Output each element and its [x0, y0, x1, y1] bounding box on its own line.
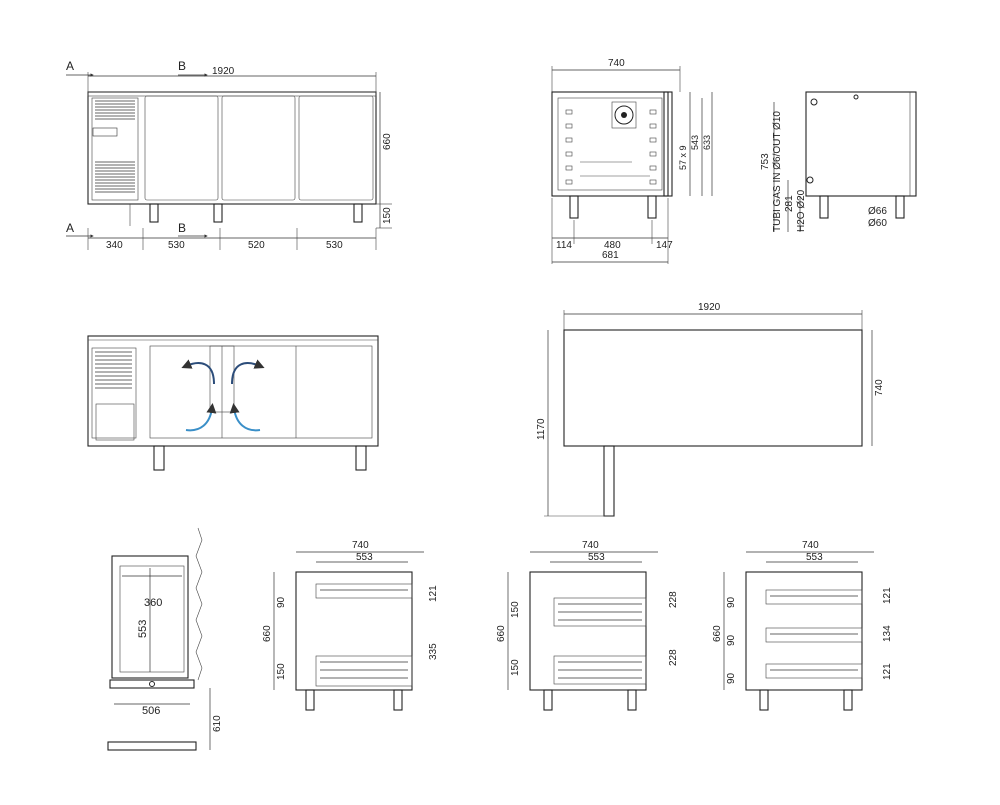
ds2-left-dim-2: 150 [510, 659, 521, 676]
top-total-depth: 1170 [536, 418, 547, 440]
ds3-left-dim-3: 90 [726, 672, 737, 684]
airflow-arrows [181, 359, 265, 432]
front-door-1 [144, 95, 219, 201]
side-bottom-seg-2: 480 [604, 240, 621, 251]
top-view: 1920 740 1170 [536, 302, 885, 517]
vent-grille-bottom [95, 161, 135, 193]
front-overall-width: 1920 [212, 66, 235, 77]
ds3-left-dim-1: 90 [726, 596, 737, 608]
ds2-height: 660 [496, 625, 507, 642]
ds2-inner: 553 [588, 552, 605, 563]
control-panel [92, 127, 118, 137]
ds1-left-dim-2: 150 [276, 663, 287, 680]
front-seg-2: 530 [168, 240, 185, 251]
conn-height: 753 [760, 153, 771, 170]
ds3-right-dim-3: 121 [882, 663, 893, 680]
ds1-inner: 553 [356, 552, 373, 563]
front-view: A B A B 1920 [66, 59, 393, 251]
connections-view: 753 TUBI GAS IN Ø6/OUT Ø10 281 H2O Ø20 Ø… [760, 91, 917, 232]
side-bottom-seg-1: 114 [556, 240, 572, 251]
ds1-right-dim-2: 335 [428, 643, 439, 660]
interior-vent-grille [95, 351, 132, 389]
ds1-width: 740 [352, 540, 369, 551]
side-inner-dim-3: 633 [702, 135, 712, 150]
drawer-section-3: 740 553 660 90 90 90 121 134 121 [712, 540, 893, 711]
conn-water-height: 281 [784, 195, 795, 212]
section-a-bottom-label: A [66, 221, 74, 235]
tray-height: 553 [137, 620, 149, 638]
section-a-top-label: A [66, 59, 74, 73]
ds2-width: 740 [582, 540, 599, 551]
fan-icon [614, 105, 634, 125]
top-width: 1920 [698, 302, 721, 313]
conn-water-label: H2O Ø20 [796, 189, 807, 232]
drawer-section-2: 740 553 660 150 150 228 228 [496, 540, 679, 711]
side-inner-dim-2: 543 [690, 135, 700, 150]
ds3-inner: 553 [806, 552, 823, 563]
tray-view: 360 553 506 610 [107, 527, 223, 751]
tray-bottom-width: 506 [142, 705, 160, 717]
interior-airflow-view [87, 335, 379, 471]
ds3-width: 740 [802, 540, 819, 551]
side-depth: 740 [608, 58, 625, 69]
tray-width: 360 [144, 597, 162, 609]
front-height-feet: 150 [382, 207, 393, 224]
ds3-right-dim-2: 134 [882, 625, 893, 642]
ds2-right-dim-1: 228 [668, 591, 679, 608]
conn-diameter-1: Ø66 [868, 206, 887, 217]
front-seg-4: 530 [326, 240, 343, 251]
front-seg-1: 340 [106, 240, 123, 251]
top-depth: 740 [874, 379, 885, 396]
section-b-top-label: B [178, 59, 186, 73]
ds3-left-dim-2: 90 [726, 634, 737, 646]
side-inner-dim-1: 57 x 9 [678, 145, 688, 170]
front-door-2 [221, 95, 296, 201]
tray-bottom-height: 610 [212, 715, 223, 732]
conn-diameter-2: Ø60 [868, 218, 887, 229]
ds2-left-dim-1: 150 [510, 601, 521, 618]
ds3-height: 660 [712, 625, 723, 642]
side-bottom-total: 681 [602, 250, 619, 261]
side-shelf-rails [565, 109, 657, 185]
ds1-height: 660 [262, 625, 273, 642]
front-seg-3: 520 [248, 240, 265, 251]
ds1-left-dim-1: 90 [276, 596, 287, 608]
gas-connection-icon [810, 98, 818, 106]
vent-grille-top [95, 100, 135, 120]
side-view: 740 57 x 9 543 633 [551, 58, 713, 264]
front-door-3 [298, 95, 374, 201]
front-height-total: 660 [382, 133, 393, 150]
drawer-section-1: 740 553 660 90 150 121 335 [262, 540, 439, 711]
side-bottom-seg-3: 147 [656, 240, 673, 251]
water-connection-icon [806, 176, 814, 184]
ds1-right-dim-1: 121 [428, 585, 439, 602]
section-b-bottom-label: B [178, 221, 186, 235]
ds3-right-dim-1: 121 [882, 587, 893, 604]
conn-gas-label: TUBI GAS IN Ø6/OUT Ø10 [772, 111, 783, 232]
ds2-right-dim-2: 228 [668, 649, 679, 666]
